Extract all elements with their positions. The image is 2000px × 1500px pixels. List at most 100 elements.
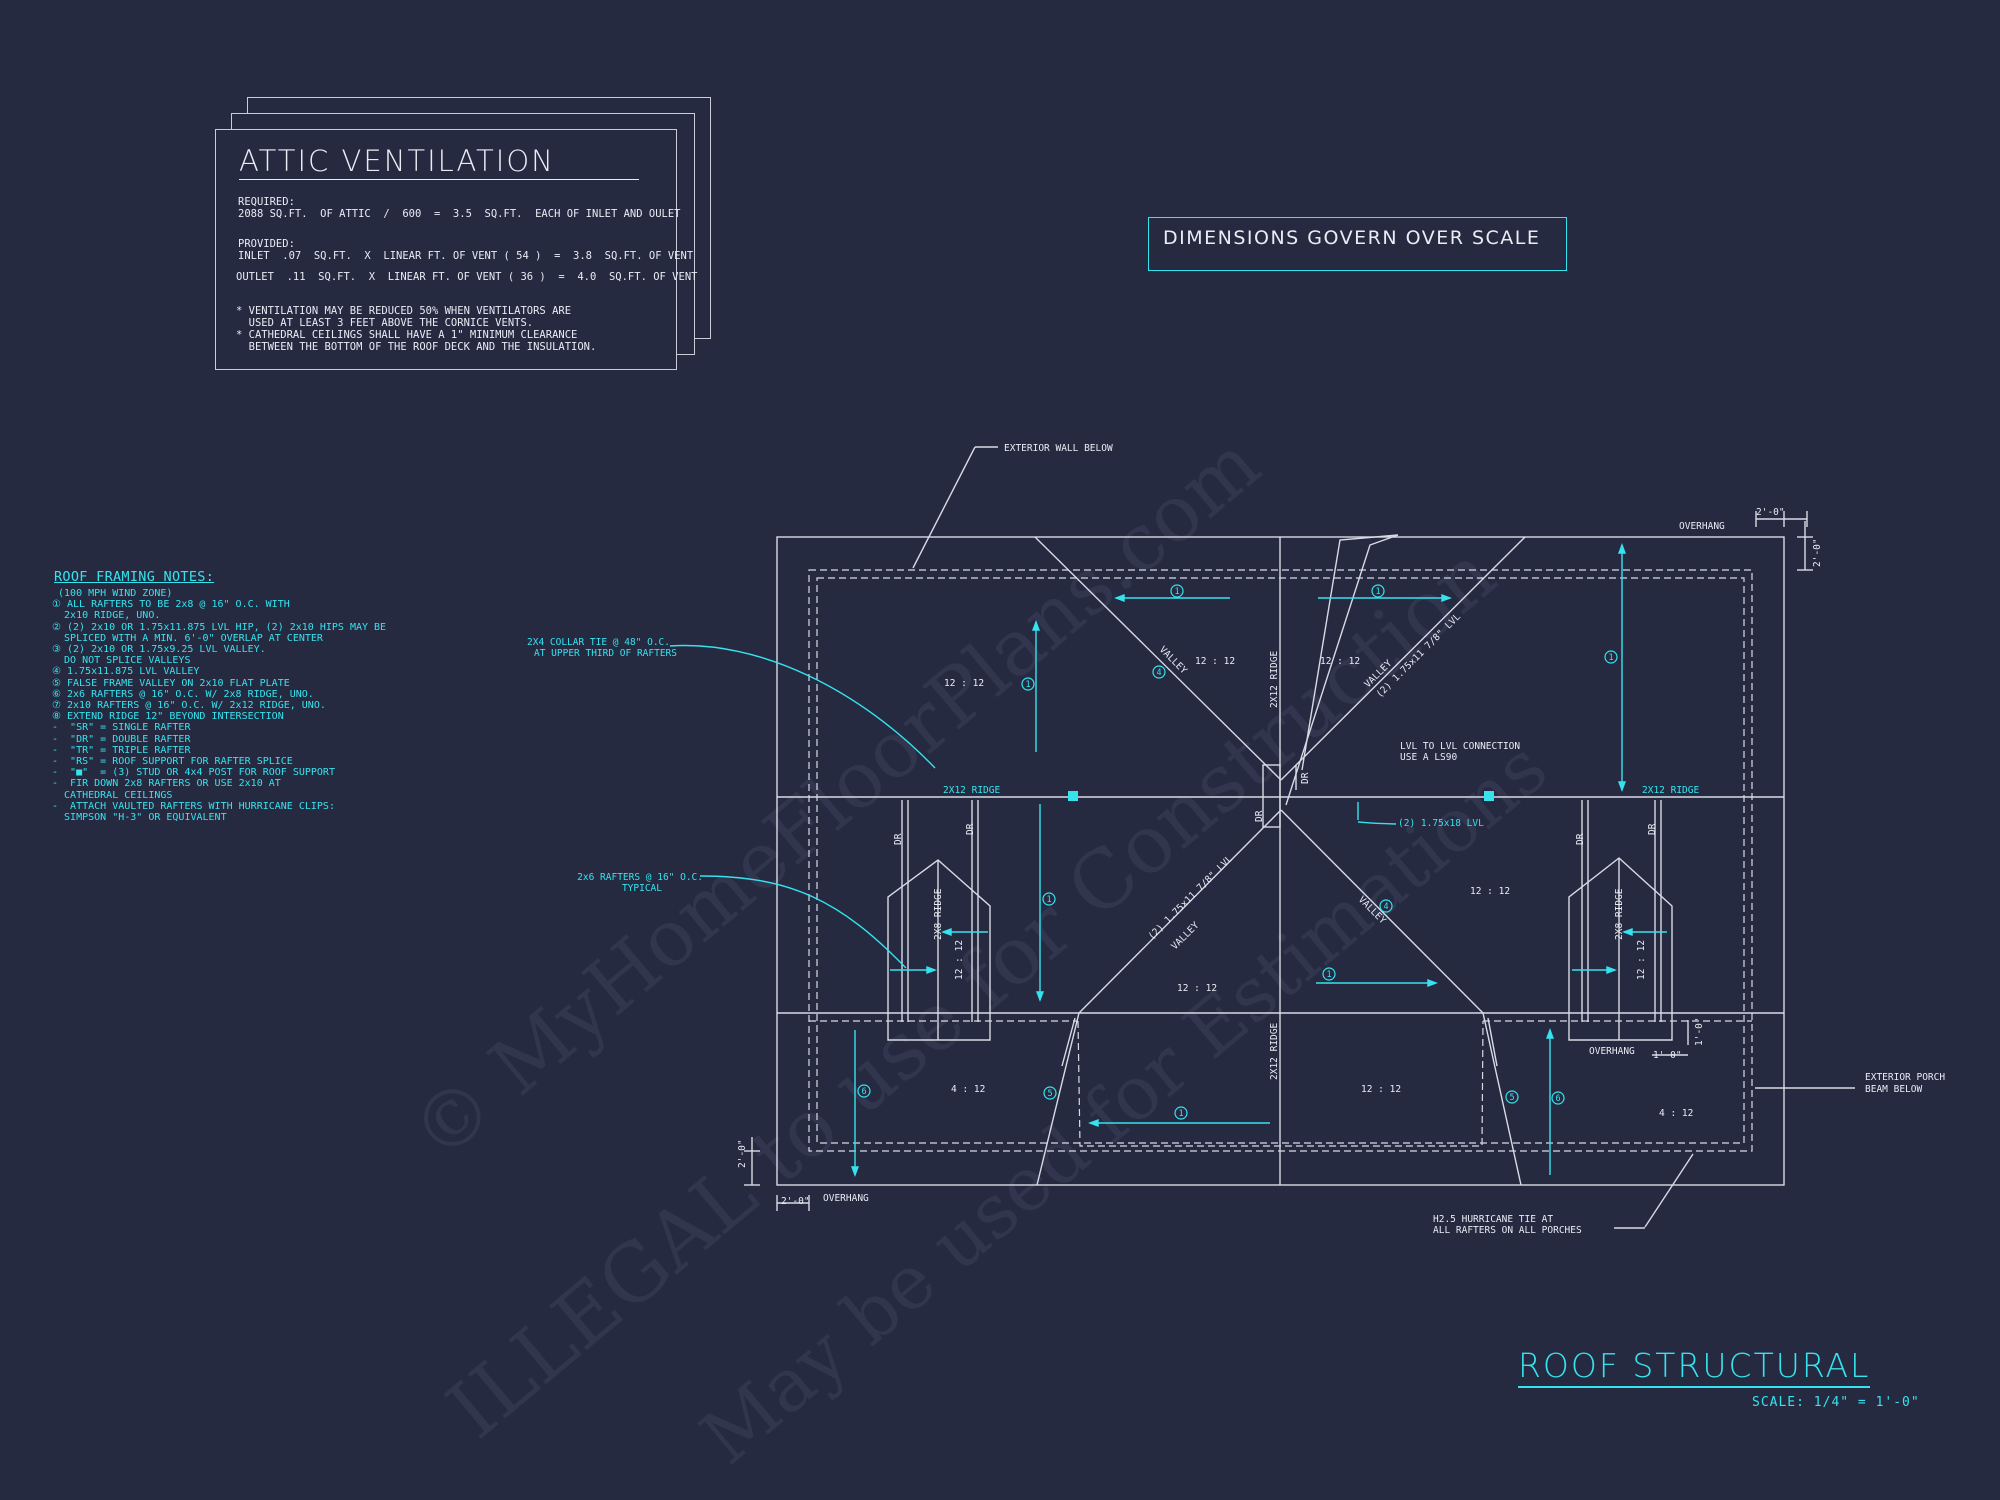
tag-5: 5 xyxy=(1509,1093,1514,1103)
tag-6: 6 xyxy=(1555,1094,1560,1104)
valley-line xyxy=(1034,536,1282,781)
framing-note: ② (2) 2x10 OR 1.75x11.875 LVL HIP, (2) 2… xyxy=(52,621,387,633)
label-pitch: 12 : 12 xyxy=(1195,656,1235,667)
leader-lvl-connection xyxy=(1301,534,1399,771)
leader-2x6-rafters xyxy=(699,875,907,969)
vent-note: * VENTILATION MAY BE REDUCED 50% WHEN VE… xyxy=(236,305,572,317)
framing-note: ⑧ EXTEND RIDGE 12" BEYOND INTERSECTION xyxy=(52,711,284,723)
leader-exterior-wall xyxy=(912,446,976,569)
tag-1: 1 xyxy=(1608,653,1613,663)
framing-note: - "SR" = SINGLE RAFTER xyxy=(52,722,191,734)
vent-title: ATTIC VENTILATION xyxy=(239,144,555,178)
vent-provided-label: PROVIDED: xyxy=(238,238,295,250)
vent-inlet-calc: INLET .07 SQ.FT. X LINEAR FT. OF VENT ( … xyxy=(238,250,694,262)
roof-support-post xyxy=(1068,791,1078,801)
tag-4: 4 xyxy=(1383,902,1388,912)
label-pitch: 12 : 12 xyxy=(1636,940,1647,980)
left-dormer xyxy=(887,859,991,1041)
framing-note: ⑥ 2x6 RAFTERS @ 16" O.C. W/ 2x8 RIDGE, U… xyxy=(52,688,314,700)
label-dim-overhang: 2'-0" xyxy=(1756,507,1785,518)
label-overhang: OVERHANG xyxy=(823,1193,869,1204)
label-2x6-rafters: 2x6 RAFTERS @ 16" O.C. xyxy=(577,872,703,883)
label-dr: DR xyxy=(1300,772,1311,784)
label-ridge: 2X12 RIDGE xyxy=(1642,785,1699,796)
leader-hurricane xyxy=(1644,1153,1694,1228)
framing-note: ④ 1.75x11.875 LVL VALLEY xyxy=(52,666,200,678)
label-overhang: OVERHANG xyxy=(1589,1046,1635,1057)
tag-1: 1 xyxy=(1025,680,1030,690)
vent-note: BETWEEN THE BOTTOM OF THE ROOF DECK AND … xyxy=(236,341,597,353)
label-pitch: 12 : 12 xyxy=(954,940,965,980)
label-lvl-valley: (2) 1.75x11 7/8" LVL xyxy=(1374,611,1463,700)
tag-1: 1 xyxy=(1326,970,1331,980)
label-typical: TYPICAL xyxy=(622,883,662,894)
vent-note: * CATHEDRAL CEILINGS SHALL HAVE A 1" MIN… xyxy=(236,329,578,341)
ridge-connector xyxy=(1262,764,1281,828)
drawing-scale: SCALE: 1/4" = 1'-0" xyxy=(1752,1395,1920,1410)
valley-line xyxy=(1280,536,1526,781)
label-lvl-beam: (2) 1.75x18 LVL xyxy=(1398,818,1484,829)
label-hurricane-tie: H2.5 HURRICANE TIE AT xyxy=(1433,1214,1553,1225)
drawing-title: ROOF STRUCTURAL xyxy=(1518,1348,1871,1388)
label-ridge: 2X12 RIDGE xyxy=(1269,1023,1280,1080)
framing-note: (100 MPH WIND ZONE) xyxy=(52,588,173,599)
label-dim-overhang: 2'-0" xyxy=(781,1196,810,1207)
tag-5: 5 xyxy=(1047,1089,1052,1099)
vent-outlet-calc: OUTLET .11 SQ.FT. X LINEAR FT. OF VENT (… xyxy=(236,271,698,283)
framing-notes-title: ROOF FRAMING NOTES: xyxy=(54,569,215,585)
framing-note: ⑦ 2x10 RAFTERS @ 16" O.C. W/ 2x12 RIDGE,… xyxy=(52,700,326,712)
label-valley: VALLEY xyxy=(1169,920,1201,952)
label-ridge: 2X12 RIDGE xyxy=(943,785,1000,796)
label-dim-overhang: 1'-0" xyxy=(1694,1017,1705,1046)
label-pitch: 12 : 12 xyxy=(1177,983,1217,994)
leader-lvl-2x18 xyxy=(1357,802,1397,825)
right-dormer xyxy=(1568,857,1673,1041)
label-ridge: 2X8 RIDGE xyxy=(1614,888,1625,940)
label-lvl-connection-2: USE A LS90 xyxy=(1400,752,1457,763)
label-ridge: 2X12 RIDGE xyxy=(1269,651,1280,708)
label-pitch: 4 : 12 xyxy=(1659,1108,1693,1119)
framing-notes-list: (100 MPH WIND ZONE) ① ALL RAFTERS TO BE … xyxy=(52,588,386,823)
label-lvl-connection: LVL TO LVL CONNECTION xyxy=(1400,741,1520,752)
framing-note: - ATTACH VAULTED RAFTERS WITH HURRICANE … xyxy=(52,800,335,812)
label-dim-overhang: 2'-0" xyxy=(1812,538,1823,567)
label-exterior-wall: EXTERIOR WALL BELOW xyxy=(1004,443,1113,454)
framing-note: ③ (2) 2x10 OR 1.75x9.25 LVL VALLEY. xyxy=(52,644,266,656)
framing-note: 2x10 RIDGE, UNO. xyxy=(52,610,161,622)
framing-note: CATHEDRAL CEILINGS xyxy=(52,789,173,801)
label-dr: DR xyxy=(893,833,904,845)
label-overhang: OVERHANG xyxy=(1679,521,1725,532)
framing-note: - FIR DOWN 2x8 RAFTERS OR USE 2x10 AT xyxy=(52,778,281,790)
vent-note: USED AT LEAST 3 FEET ABOVE THE CORNICE V… xyxy=(236,317,534,329)
vent-title-underline xyxy=(239,179,639,180)
label-dr: DR xyxy=(1575,833,1586,845)
label-porch-beam-2: BEAM BELOW xyxy=(1865,1084,1922,1095)
valley-line xyxy=(1482,1012,1522,1186)
dimensions-govern-note: DIMENSIONS GOVERN OVER SCALE xyxy=(1148,217,1567,271)
label-porch-beam: EXTERIOR PORCH xyxy=(1865,1072,1945,1083)
framing-note: DO NOT SPLICE VALLEYS xyxy=(52,655,191,667)
tag-4: 4 xyxy=(1156,668,1161,678)
tag-6: 6 xyxy=(861,1087,866,1097)
label-pitch: 4 : 12 xyxy=(951,1084,985,1095)
label-hurricane-tie-2: ALL RAFTERS ON ALL PORCHES xyxy=(1433,1225,1582,1236)
label-dr: DR xyxy=(1254,810,1265,822)
label-dr: DR xyxy=(1647,823,1658,835)
vent-panel: ATTIC VENTILATION REQUIRED: 2088 SQ.FT. … xyxy=(215,129,697,370)
tag-1: 1 xyxy=(1046,895,1051,905)
roof-support-post xyxy=(1484,791,1494,801)
label-pitch: 12 : 12 xyxy=(1320,656,1360,667)
leader-collar-tie xyxy=(669,644,936,769)
framing-note: - "DR" = DOUBLE RAFTER xyxy=(52,733,191,745)
framing-note: - "TR" = TRIPLE RAFTER xyxy=(52,744,191,756)
label-dim-overhang: 2'-0" xyxy=(737,1139,748,1168)
tag-1: 1 xyxy=(1375,587,1380,597)
valley-line xyxy=(1280,809,1484,1014)
label-collar-tie: 2X4 COLLAR TIE @ 48" O.C. xyxy=(527,637,670,648)
label-dr: DR xyxy=(965,823,976,835)
framing-note: SPLICED WITH A MIN. 6'-0" OVERLAP AT CEN… xyxy=(52,632,323,644)
valley-line xyxy=(1078,809,1282,1014)
tag-1: 1 xyxy=(1178,1109,1183,1119)
vent-required-calc: 2088 SQ.FT. OF ATTIC / 600 = 3.5 SQ.FT. … xyxy=(238,208,681,220)
